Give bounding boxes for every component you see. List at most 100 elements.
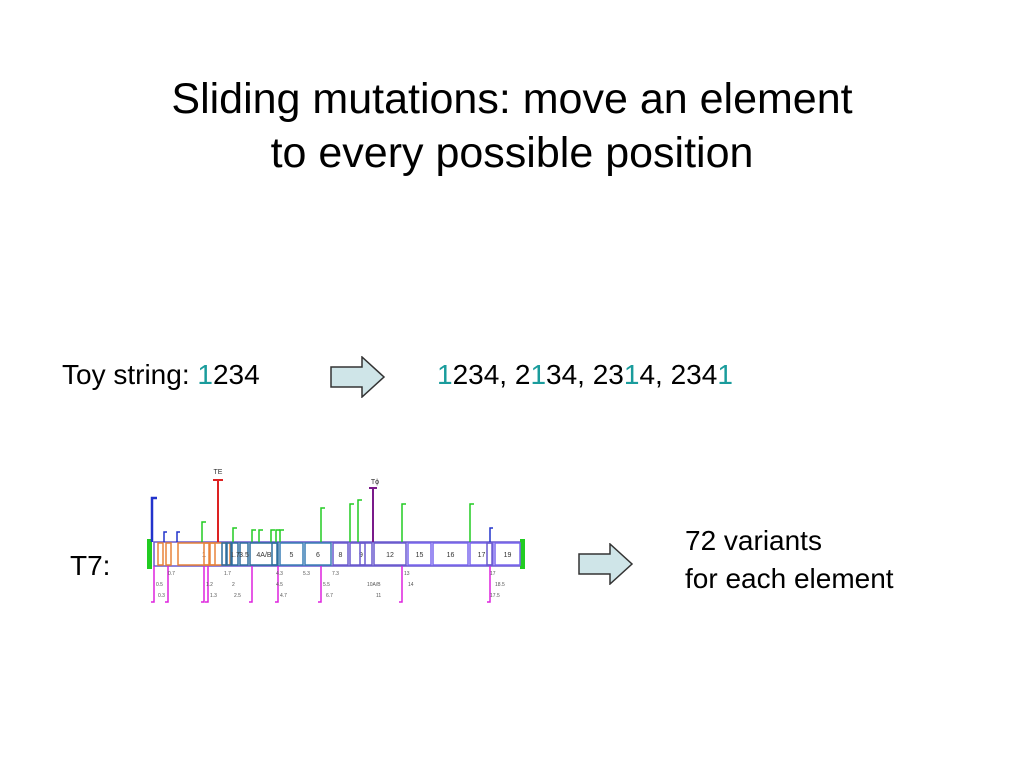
promoter-marker	[320, 507, 325, 542]
gene-box	[304, 542, 332, 566]
rnase-site-marker	[165, 566, 169, 603]
promoter-marker	[357, 499, 362, 542]
right-arrow-icon	[330, 356, 386, 398]
rnase-site-marker	[275, 566, 279, 603]
terminator-phi-marker	[369, 487, 377, 542]
gene-label: 12	[386, 552, 394, 559]
gene-label: 9	[359, 552, 363, 559]
toy-input-segment: 1	[197, 359, 213, 390]
terminator-te-marker	[213, 479, 223, 542]
variant-note: for each element	[685, 563, 894, 594]
map-coordinate-label: 17.5	[490, 593, 500, 599]
toy-output-segment: 234, 2	[452, 359, 531, 390]
map-coordinate-label: 13	[404, 571, 410, 577]
right-arrow-icon	[578, 543, 634, 585]
gene-label: 5	[290, 552, 294, 559]
gene-box	[231, 542, 239, 566]
toy-output-segment: 1	[437, 359, 453, 390]
gene-label: 6	[316, 552, 320, 559]
small-gene-box	[165, 542, 172, 566]
promoter-marker	[258, 529, 263, 542]
map-coordinate-label: 1.2	[206, 582, 213, 588]
promoter-marker	[401, 503, 406, 542]
small-gene-box	[225, 542, 232, 566]
map-coordinate-label: 7.3	[332, 571, 339, 577]
promoter-marker	[270, 529, 275, 542]
small-gene-box	[359, 542, 366, 566]
map-coordinate-label: 11	[376, 593, 381, 599]
map-coordinate-label: 5.3	[303, 571, 310, 577]
map-coordinate-label: 2	[232, 582, 235, 588]
map-coordinate-label: 1.7	[224, 571, 231, 577]
rnase-site-marker	[487, 566, 491, 603]
early-promoter-marker	[150, 496, 157, 542]
gene-box	[432, 542, 469, 566]
right-end-marker	[520, 539, 525, 569]
map-coordinate-label: 4.3	[276, 571, 283, 577]
toy-output-segment: 4, 234	[639, 359, 718, 390]
rnase-site-marker	[201, 566, 205, 603]
small-gene-box	[203, 542, 210, 566]
small-gene-box	[157, 542, 164, 566]
gene-box	[494, 542, 521, 566]
map-coordinate-label: 5.5	[323, 582, 330, 588]
toy-output-segment: 34, 23	[546, 359, 624, 390]
promoter-marker	[275, 529, 280, 542]
slide-title: Sliding mutations: move an element to ev…	[0, 72, 1024, 180]
gene-box	[407, 542, 432, 566]
title-line-1: Sliding mutations: move an element	[171, 75, 853, 123]
rnase-site-marker	[151, 566, 155, 603]
rnase-site-marker	[399, 566, 403, 603]
gene-box	[373, 542, 407, 566]
map-coordinate-label: 17	[490, 571, 496, 577]
rnase-site-marker	[318, 566, 322, 603]
toy-string-input: 1234	[197, 359, 259, 390]
map-coordinate-label: 10A/B	[367, 582, 381, 588]
promoter-marker	[251, 529, 256, 542]
map-coordinate-label: 0.3	[158, 593, 165, 599]
gene-label: 1.7	[230, 552, 240, 559]
gene-box	[279, 542, 304, 566]
terminator-te-label: TE	[214, 469, 223, 476]
map-coordinate-label: 0.5	[156, 582, 163, 588]
terminator-phi-label: Tϕ	[371, 479, 379, 486]
toy-output-segment: 1	[717, 359, 733, 390]
gene-label: 16	[447, 552, 455, 559]
title-line-2: to every possible position	[270, 129, 754, 177]
gene-label: 8	[339, 552, 343, 559]
t7-label: T7:	[70, 550, 111, 581]
map-coordinate-label: 18.5	[495, 582, 505, 588]
promoter-marker	[349, 503, 354, 542]
small-gene-box	[221, 542, 228, 566]
variant-count: 72 variants	[685, 525, 822, 556]
toy-string-label: Toy string: 1234	[62, 359, 260, 391]
gene-label: 3.5	[239, 552, 249, 559]
gene-label: 15	[416, 552, 424, 559]
map-coordinate-label: 4.5	[276, 582, 283, 588]
toy-output-segment: 1	[530, 359, 547, 390]
promoter-marker	[279, 529, 284, 542]
gene-box	[239, 542, 249, 566]
map-coordinate-label: 0.7	[168, 571, 175, 577]
early-promoter-marker	[176, 531, 180, 542]
toy-input-segment: 234	[212, 359, 260, 390]
rnase-site-marker	[249, 566, 253, 603]
gene-box	[249, 542, 279, 566]
left-end-marker	[147, 539, 152, 569]
small-gene-box	[486, 542, 493, 566]
map-coordinate-label: 2.5	[234, 593, 241, 599]
promoter-marker	[232, 527, 237, 542]
map-coordinate-label: 6.7	[326, 593, 333, 599]
toy-output-segment: 1	[623, 359, 640, 390]
variant-count-note: 72 variants for each element	[685, 522, 894, 598]
gene-box	[469, 542, 494, 566]
gene-box	[332, 542, 349, 566]
gene-label: 17	[478, 552, 486, 559]
gene-label: 19	[504, 552, 512, 559]
map-coordinate-label: 1.3	[210, 593, 217, 599]
small-gene-box	[209, 542, 216, 566]
toy-string-prefix: Toy string:	[62, 359, 198, 390]
promoter-marker	[469, 503, 474, 542]
promoter-marker	[201, 521, 206, 542]
